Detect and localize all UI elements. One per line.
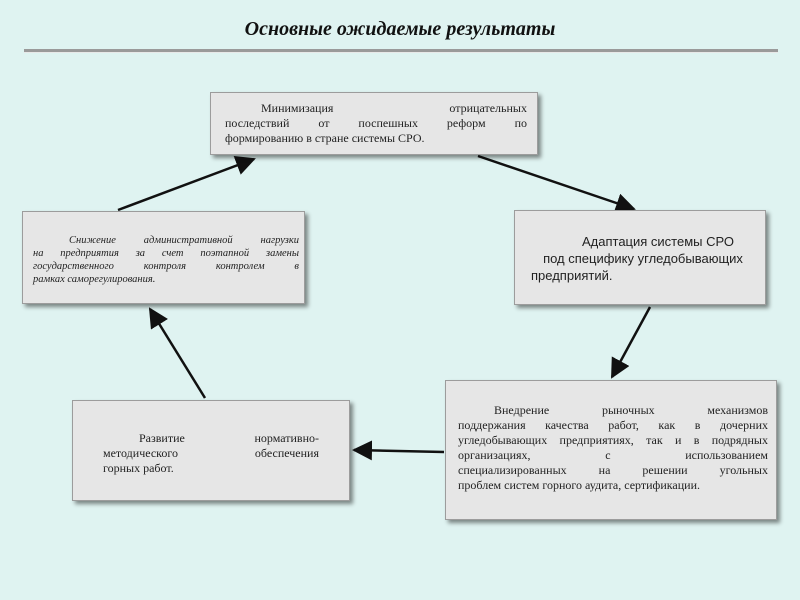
arrow-bottom-right-to-bottom-left (352, 440, 445, 461)
text-line: Минимизация отрицательных (261, 101, 527, 115)
text-line: Развитие нормативно- (139, 431, 319, 445)
text-line: государственного контроля контролем в (33, 261, 299, 272)
text-line: на предприятия за счет поэтапной замены (33, 248, 299, 259)
result-box-market-mechanisms: Внедрение рыночных механизмов поддержани… (445, 380, 777, 520)
arrow-top-to-right (477, 154, 636, 213)
text-line: специализированных на решении угольных (458, 463, 768, 477)
result-box-admin-load: Снижение административной нагрузки на пр… (22, 211, 305, 304)
result-box-minimization: Минимизация отрицательных последствий от… (210, 92, 538, 155)
text-line: организациях, с использованием (458, 448, 768, 462)
result-text-methodology: Развитие нормативно- методического обесп… (103, 431, 319, 476)
result-box-methodology: Развитие нормативно- методического обесп… (72, 400, 350, 501)
text-line: методического обеспечения (103, 446, 319, 460)
text-line: рамках саморегулирования. (33, 274, 156, 285)
result-text-market-mechanisms: Внедрение рыночных механизмов поддержани… (458, 403, 768, 493)
arrow-right-to-bottom-right (610, 306, 652, 379)
text-line: предприятий. (531, 268, 613, 283)
result-text-adaptation: Адаптация системы СРО под специфику угле… (531, 233, 755, 284)
title-divider (24, 49, 778, 52)
text-line: формированию в стране системы СРО. (225, 131, 425, 145)
text-line: горных работ. (103, 461, 174, 475)
result-text-admin-load: Снижение административной нагрузки на пр… (33, 234, 299, 286)
result-text-minimization: Минимизация отрицательных последствий от… (225, 101, 527, 146)
arrow-bottom-left-to-left (148, 307, 207, 399)
text-line: под специфику угледобывающих (543, 251, 743, 266)
text-line: последствий от поспешных реформ по (225, 116, 527, 130)
text-line: Внедрение рыночных механизмов (494, 403, 768, 417)
arrow-left-to-top (117, 155, 256, 212)
page-title: Основные ожидаемые результаты (244, 18, 556, 40)
text-line: Адаптация системы СРО (581, 234, 734, 249)
text-line: Снижение административной нагрузки (69, 235, 299, 246)
result-box-adaptation: Адаптация системы СРО под специфику угле… (514, 210, 766, 305)
text-line: проблем систем горного аудита, сертифика… (458, 478, 700, 492)
text-line: поддержания качества работ, как в дочерн… (458, 418, 768, 432)
text-line: угледобывающих предприятиях, так и в под… (458, 433, 768, 447)
